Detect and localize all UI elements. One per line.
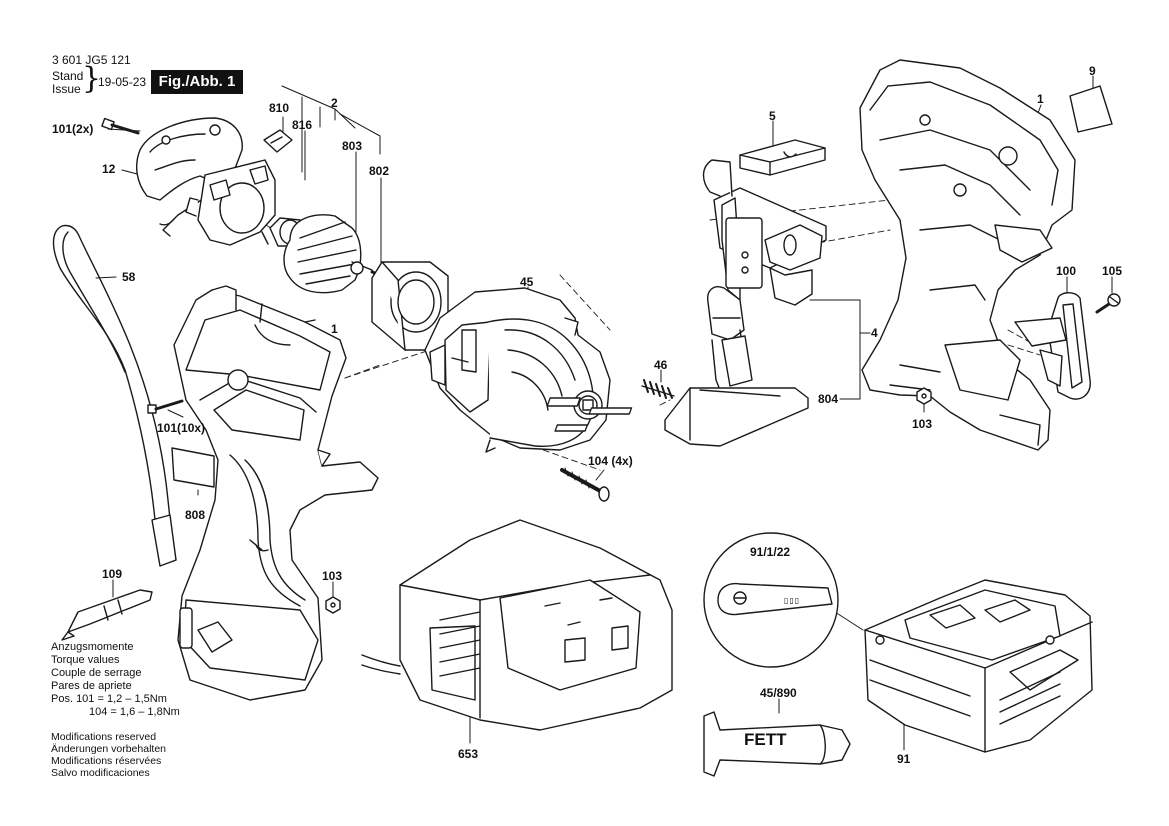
housing-left-1 [173, 285, 379, 701]
callout-808: 808 [185, 508, 206, 522]
pcb-804 [546, 387, 809, 447]
armature-803 [269, 214, 397, 294]
housing-right-1 [859, 59, 1076, 451]
callout-4: 4 [871, 326, 878, 340]
carbon-brush-810 [263, 129, 293, 153]
torque-values-block: Anzugsmomente Torque values Couple de se… [51, 641, 180, 719]
label-808 [171, 447, 215, 488]
torque-heading-de: Anzugsmomente [51, 641, 134, 653]
document-number: 3 601 JG5 121 [52, 53, 131, 67]
callout-653: 653 [458, 747, 479, 761]
nut-103-lower [325, 596, 341, 614]
callout-91-1-22: 91/1/22 [750, 545, 791, 559]
belt-clip-100 [1014, 292, 1091, 400]
callout-100: 100 [1056, 264, 1077, 278]
grease-label: FETT [744, 730, 787, 749]
callout-9: 9 [1089, 64, 1096, 78]
impact-mechanism-45 [424, 287, 611, 453]
lanyard-58 [52, 224, 177, 567]
issue-date: 19-05-23 [98, 75, 147, 89]
callout-109: 109 [102, 567, 123, 581]
screw-105 [1095, 293, 1121, 314]
callout-101-2x: 101(2x) [52, 122, 94, 136]
callout-810: 810 [269, 101, 290, 115]
callout-45: 45 [520, 275, 534, 289]
torque-value-104: = 1,6 – 1,8Nm [110, 706, 180, 718]
modifications-notice: Modifications reserved Änderungen vorbeh… [51, 731, 166, 779]
torque-heading-en: Torque values [51, 654, 120, 666]
torque-pos-101: Pos. 101 [51, 693, 95, 705]
brace-glyph: } [82, 61, 102, 96]
callout-5: 5 [769, 109, 776, 123]
callout-2: 2 [331, 96, 338, 110]
screw-101-side [147, 399, 184, 414]
callout-1-left: 1 [331, 322, 338, 336]
callout-103-right: 103 [912, 417, 933, 431]
label-9 [1069, 85, 1113, 133]
callout-804: 804 [818, 392, 839, 406]
callout-46: 46 [654, 358, 668, 372]
modifications-fr: Modifications réservées [51, 755, 162, 767]
torque-value-101: = 1,2 – 1,5Nm [97, 693, 167, 705]
screw-104 [560, 467, 610, 502]
callout-45-890: 45/890 [760, 686, 797, 700]
callout-103-lower: 103 [322, 569, 343, 583]
spring-46 [641, 379, 675, 399]
cover-5 [739, 139, 826, 176]
callout-104-4x: 104 (4x) [588, 454, 633, 468]
torque-heading-es: Pares de apriete [51, 680, 132, 692]
stator-802 [371, 261, 449, 351]
torque-pos-104: 104 [89, 706, 108, 718]
screw-101-top [101, 117, 140, 135]
callout-58: 58 [122, 270, 136, 284]
modifications-es: Salvo modificaciones [51, 767, 150, 779]
torque-heading-fr: Couple de serrage [51, 667, 142, 679]
figure-label: Fig./Abb. 1 [151, 70, 243, 94]
grease-tube-45-890 [703, 711, 851, 777]
label-code-boxes: ▯▯▯ [784, 596, 801, 605]
callout-1-right: 1 [1037, 92, 1044, 106]
stand-label: Stand [52, 69, 84, 83]
issue-label: Issue [52, 82, 81, 96]
battery-91 [864, 579, 1093, 753]
torque-row-104: 104 = 1,6 – 1,8Nm [51, 706, 180, 719]
nut-103-right [916, 387, 932, 405]
callout-91: 91 [897, 752, 911, 766]
callout-101-10x: 101(10x) [157, 421, 206, 435]
torque-row-101: Pos. 101 = 1,2 – 1,5Nm [51, 693, 180, 706]
callout-105: 105 [1102, 264, 1123, 278]
modifications-de: Änderungen vorbehalten [51, 743, 167, 755]
callout-12: 12 [102, 162, 116, 176]
detail-circle-91-1-22 [703, 532, 839, 668]
switch-4 [702, 159, 827, 396]
charger-653 [361, 519, 673, 731]
callout-802: 802 [369, 164, 390, 178]
callout-816: 816 [292, 118, 313, 132]
bit-109 [61, 589, 153, 641]
modifications-en: Modifications reserved [51, 731, 157, 743]
callout-803: 803 [342, 139, 363, 153]
brush-holder-816 [185, 159, 276, 246]
